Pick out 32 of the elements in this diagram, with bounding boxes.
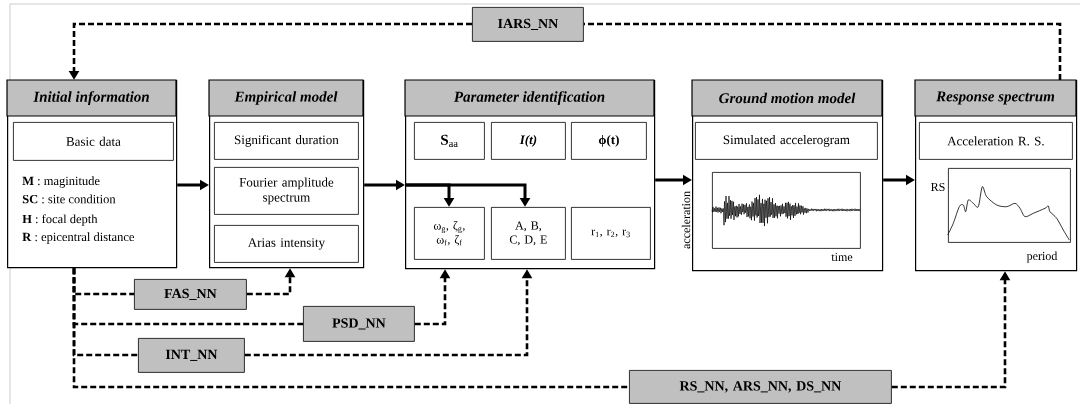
axis-label: time [831,252,853,261]
header-title: Parameter identification [453,91,605,105]
header-title: Response spectrum [936,91,1055,105]
network-box: INT_NN [138,338,245,373]
header-title: Empirical model [234,91,338,105]
parameter-box: r$_{1}$, r$_{2}$, r$_{3}$ [571,207,651,260]
variable-definition: H : focal depth [22,214,98,226]
variable-definition: SC : site condition [22,194,116,204]
axis-label: RS [931,182,945,191]
parameter-box: Significant duration [214,122,359,160]
data-box: Simulated accelerogram [695,122,878,160]
header-title: Ground motion model [719,92,856,104]
parameter-box: ω$_{g}$, ζ$_{g}$, ω$_{f}$, ζ$_{f}$ [414,207,485,260]
axis-label: acceleration [681,191,691,249]
parameter-box: I(t) [491,122,566,160]
variable-definition: R : epicentral distance [22,232,134,244]
parameter-box: Fourier amplitude spectrum [214,167,359,215]
header-title: Initial information [33,91,149,105]
network-box: PSD_NN [303,306,415,342]
parameter-box: Arias intensity [214,225,359,263]
network-box: RS_NN, ARS_NN, DS_NN [629,370,892,404]
parameter-box: A, B, C, D, E [491,207,566,260]
network-box: FAS_NN [134,279,247,310]
network-box: IARS_NN [472,7,584,42]
parameter-box: ϕ(t) [571,122,647,160]
dashed-line [583,22,1062,80]
parameter-box: S$_{aa}$ [414,122,485,160]
axis-label: period [1026,251,1058,263]
data-box: Acceleration R. S. [919,122,1073,160]
data-box: Basic data [13,122,174,161]
dashed-line [72,268,629,389]
variable-definition: M : maginitude [22,176,100,188]
